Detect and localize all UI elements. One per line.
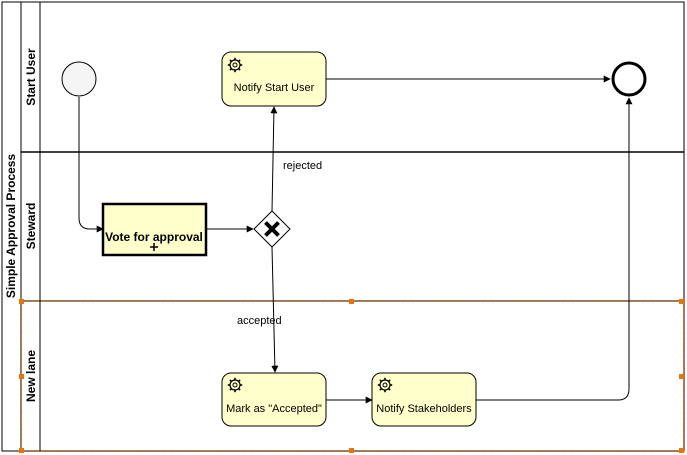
plus-icon: [150, 243, 158, 251]
lane-label-start-user: Start User: [24, 48, 38, 106]
lane-label-new-lane: New lane: [24, 350, 38, 402]
task-mark-as-accepted[interactable]: Mark as "Accepted": [221, 372, 327, 427]
lane-steward[interactable]: Steward: [21, 151, 684, 301]
pool-label: Simple Approval Process: [4, 154, 18, 299]
sequence-flows[interactable]: [78, 75, 633, 404]
task-label: Mark as "Accepted": [226, 403, 322, 415]
flow-accepted: [271, 246, 279, 373]
flow-notify-stakeholders-to-end: [476, 97, 633, 401]
task-label: Notify Start User: [234, 82, 315, 94]
flow-label-accepted: accepted: [237, 315, 282, 327]
task-notify-start-user[interactable]: Notify Start User: [221, 51, 327, 107]
lane-label-steward: Steward: [24, 203, 38, 250]
flow-rejected: [270, 106, 278, 212]
exclusive-gateway[interactable]: [253, 210, 291, 248]
task-label: Notify Stakeholders: [376, 403, 472, 415]
subprocess-label: Vote for approval: [105, 230, 203, 244]
task-notify-stakeholders[interactable]: Notify Stakeholders: [371, 372, 477, 427]
lane-new-lane[interactable]: New lane: [19, 299, 684, 453]
start-event[interactable]: [61, 61, 97, 97]
subprocess-vote-for-approval[interactable]: Vote for approval: [101, 202, 208, 257]
flow-start-to-vote: [78, 97, 104, 233]
flow-label-rejected: rejected: [283, 160, 322, 172]
selection-handles[interactable]: [19, 299, 684, 453]
end-event[interactable]: [611, 61, 647, 97]
exclusive-gateway-x-icon: [264, 221, 280, 237]
